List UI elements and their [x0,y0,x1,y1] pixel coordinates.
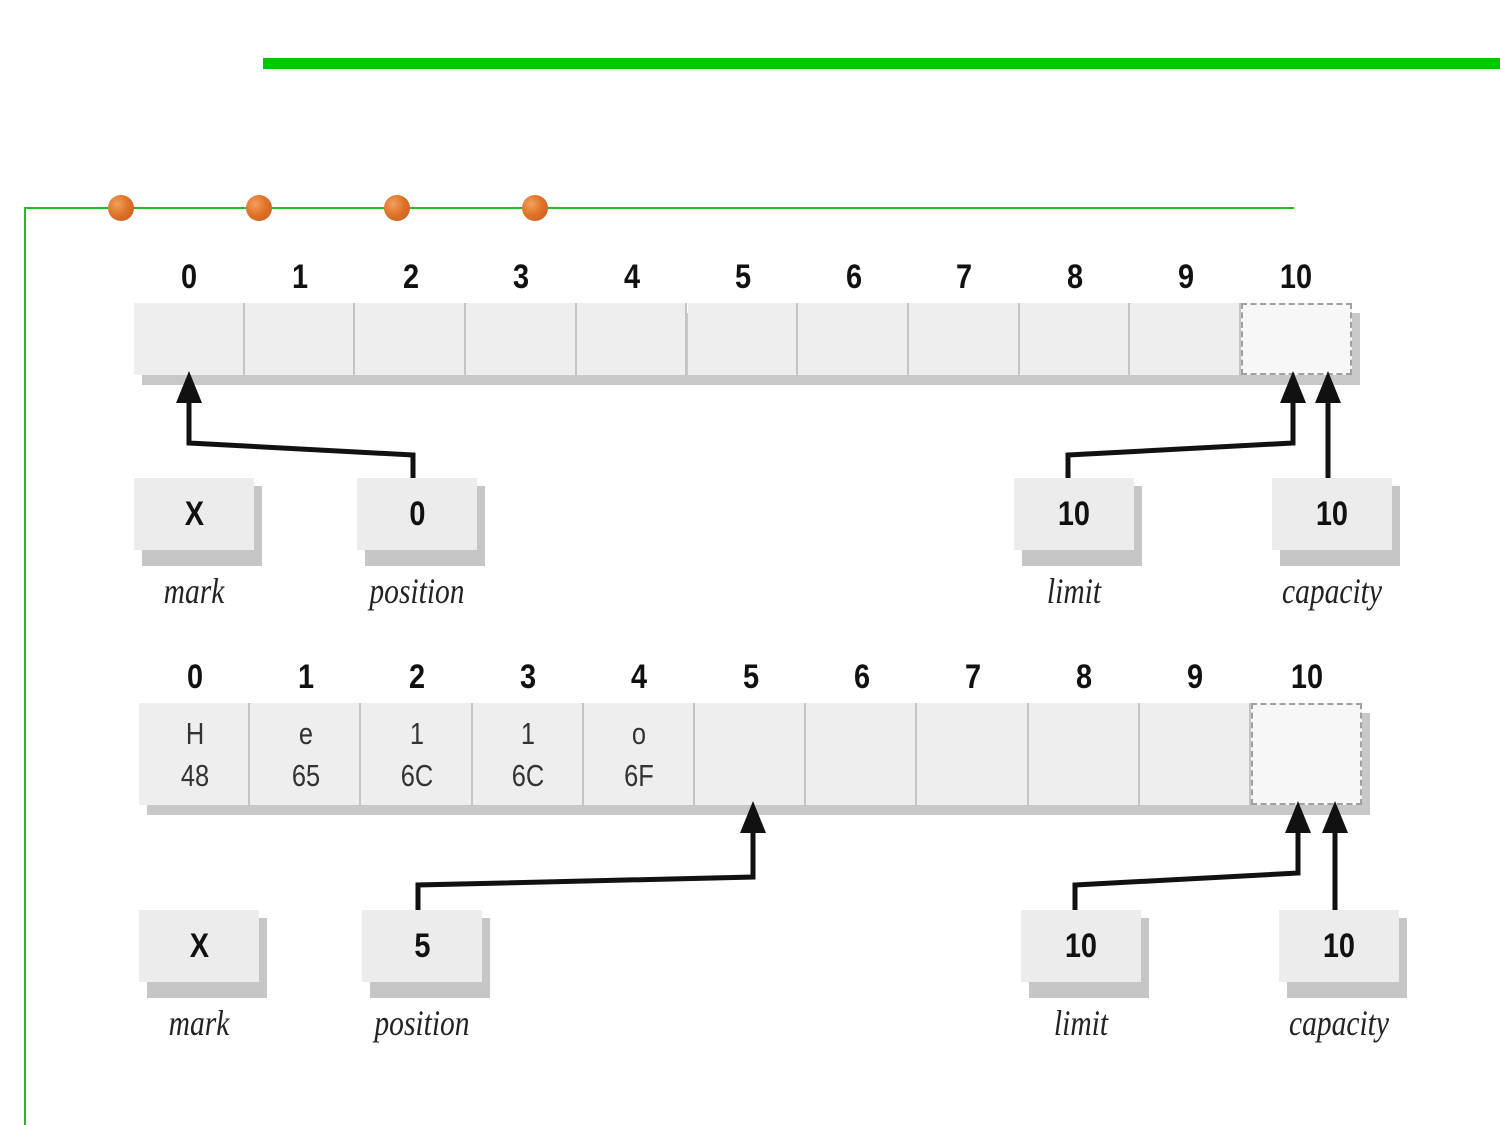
buffer-cell [687,303,799,375]
position-value: 0 [408,494,426,533]
index-label: 2 [408,658,426,696]
buffer-cell [1139,703,1251,805]
index-label: 10 [1290,658,1323,696]
limit-value: 10 [1064,926,1098,965]
limit-label: limit [1053,1003,1109,1043]
buffer-cell [1130,303,1241,375]
capacity-value-box: 10 [1272,478,1392,550]
capacity-label: capacity [1288,1003,1389,1043]
index-label: 10 [1280,258,1313,296]
cell-hex: 48 [180,758,209,793]
buffer-cell [798,303,909,375]
index-label: 8 [1076,658,1093,696]
mark-label: mark [168,1003,230,1043]
bullet-dot [522,195,548,221]
frame-top-line [24,207,1294,209]
position-label: position [369,571,465,611]
index-label: 4 [624,258,641,296]
capacity-value-box: 10 [1279,910,1399,982]
capacity-arrowhead [1315,371,1341,403]
cell-hex: 65 [291,758,320,793]
cell-char: 1 [409,716,425,751]
position-pointer-arrow [415,827,756,910]
index-label: 4 [631,658,648,696]
buffer-cell [250,703,362,805]
cell-char: 1 [521,716,536,751]
buffer-cell [583,703,695,805]
buffer-cell [244,303,356,375]
position-label: position [374,1003,470,1043]
position-arrowhead [176,371,202,403]
buffer-cell [1019,303,1131,375]
buffer-cell [908,303,1020,375]
mark-value-box: X [139,910,259,982]
limit-value-box: 10 [1014,478,1134,550]
index-label: 5 [742,658,759,696]
index-label: 7 [964,658,982,696]
limit-pointer-arrow [1065,397,1296,478]
position-pointer-arrow [186,397,416,478]
index-label: 3 [513,258,530,296]
buffer-cell [576,303,688,375]
buffer-cell [466,303,577,375]
limit-arrowhead [1285,801,1311,833]
limit-pointer-arrow [1072,827,1301,910]
buffer-cell [1028,703,1140,805]
capacity-value: 10 [1315,494,1349,533]
capacity-arrowhead [1322,801,1348,833]
index-label: 1 [291,258,309,296]
limit-value-box: 10 [1021,910,1141,982]
cell-char: o [632,716,647,751]
index-label: 2 [402,258,419,296]
position-value-box: 5 [362,910,482,982]
index-label: 1 [297,658,314,696]
index-label: 9 [1177,258,1194,296]
buffer-cell [472,703,584,805]
index-label: 0 [186,658,203,696]
index-label: 8 [1066,258,1083,296]
buffer-cell [361,703,473,805]
frame-left-line [24,207,26,1125]
buffer-cell [806,703,918,805]
cell-hex: 6C [400,758,434,793]
index-label: 7 [956,258,973,296]
buffer-cell [139,703,251,805]
capacity-slot [1251,703,1363,805]
bullet-dot [384,195,410,221]
mark-value: X [184,494,204,533]
buffer-cell [355,303,467,375]
position-value: 5 [413,926,431,965]
cell-char: H [185,716,204,751]
limit-value: 10 [1057,494,1091,533]
index-label: 6 [853,658,870,696]
index-label: 0 [181,258,198,296]
mark-value: X [189,926,209,965]
index-label: 6 [845,258,862,296]
buffer-cell [134,303,245,375]
index-label: 9 [1187,658,1204,696]
cell-hex: 6C [511,758,545,793]
buffer-cell [917,703,1029,805]
cell-hex: 6F [624,758,655,793]
position-value-box: 0 [357,478,477,550]
cell-char: e [298,716,313,751]
accent-bar [263,58,1500,69]
mark-value-box: X [134,478,254,550]
index-label: 3 [520,658,537,696]
limit-arrowhead [1280,371,1306,403]
bullet-dot [246,195,272,221]
capacity-value: 10 [1322,926,1356,965]
bullet-dot [108,195,134,221]
index-label: 5 [734,258,751,296]
capacity-label: capacity [1281,571,1382,611]
limit-label: limit [1046,571,1102,611]
buffer-cell [695,703,807,805]
position-arrowhead [740,801,766,833]
mark-label: mark [163,571,225,611]
capacity-slot [1241,303,1352,375]
